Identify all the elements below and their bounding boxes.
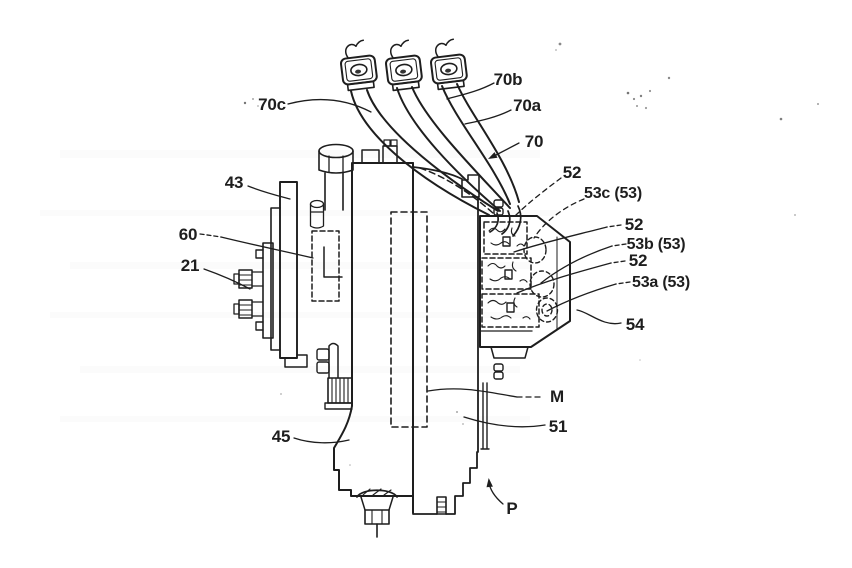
dashed-region-60 bbox=[311, 230, 340, 302]
breather-plug bbox=[309, 199, 325, 229]
leader-70b bbox=[446, 82, 495, 100]
machine-drawing bbox=[233, 38, 571, 538]
leader-70 bbox=[495, 142, 520, 156]
ref-label-43: 43 bbox=[225, 173, 244, 192]
leader-M-solid bbox=[427, 388, 518, 398]
scan-artifacts bbox=[243, 42, 819, 466]
ref-label-70: 70 bbox=[525, 132, 544, 151]
leader-53a bbox=[546, 283, 617, 312]
ref-label-45: 45 bbox=[272, 427, 291, 446]
leader-53b-stub bbox=[611, 243, 627, 247]
ref-label-53a: 53a (53) bbox=[632, 274, 690, 291]
leader-52-low-stub bbox=[610, 260, 626, 264]
dashed-motor-region bbox=[390, 211, 428, 428]
ref-label-52-mid: 52 bbox=[625, 215, 644, 234]
motor-body bbox=[309, 139, 504, 538]
reference-labels: 70c 70b 70a 70 43 60 21 52 53c (53) 52 5… bbox=[179, 70, 690, 518]
leader-52-mid bbox=[513, 226, 608, 253]
ref-label-52-top: 52 bbox=[563, 163, 582, 182]
leader-51 bbox=[463, 416, 546, 428]
body-outline bbox=[333, 162, 414, 497]
leader-70c bbox=[287, 98, 372, 113]
bottom-right-steps bbox=[445, 451, 478, 515]
top-right-bracket bbox=[461, 174, 480, 198]
terminal-windows bbox=[481, 221, 540, 328]
leader-53a-stub bbox=[615, 281, 631, 285]
ref-label-P: P bbox=[506, 499, 517, 518]
cable-lug-c bbox=[339, 39, 378, 92]
terminal-scribbles bbox=[487, 227, 531, 320]
leader-52-low bbox=[516, 262, 612, 294]
leader-70-arrowhead bbox=[488, 152, 498, 159]
leader-54 bbox=[576, 309, 622, 325]
cable-lug-b bbox=[384, 39, 423, 92]
leader-21 bbox=[203, 268, 251, 290]
ref-label-70b: 70b bbox=[494, 70, 523, 89]
ref-label-70c: 70c bbox=[258, 95, 286, 114]
flange-and-shaft bbox=[233, 181, 353, 410]
hex-plug bbox=[318, 143, 354, 211]
leader-52-mid-stub bbox=[606, 224, 622, 228]
terminal-screws bbox=[502, 236, 515, 313]
drain-plug bbox=[356, 488, 398, 538]
ref-label-52-low: 52 bbox=[629, 251, 648, 270]
ref-label-M: M bbox=[550, 387, 564, 406]
ref-label-21: 21 bbox=[181, 256, 200, 275]
terminal-housing-54 bbox=[479, 215, 571, 359]
leader-60-solid bbox=[220, 236, 314, 259]
leader-lines bbox=[199, 82, 631, 505]
leader-60 bbox=[199, 233, 222, 238]
ref-label-53c: 53c (53) bbox=[584, 185, 642, 202]
leader-53b bbox=[540, 245, 613, 284]
hidden-cable-dashed bbox=[419, 167, 495, 215]
ref-label-70a: 70a bbox=[513, 96, 542, 115]
ref-label-53b: 53b (53) bbox=[627, 236, 686, 253]
ref-label-54: 54 bbox=[626, 315, 645, 334]
leader-53c bbox=[533, 198, 585, 239]
ref-label-60: 60 bbox=[179, 225, 198, 244]
leader-43 bbox=[247, 185, 291, 200]
leader-70a bbox=[464, 109, 512, 125]
cable-lug-a bbox=[429, 38, 468, 91]
leader-52-top bbox=[514, 177, 562, 217]
leader-P-arrowhead bbox=[486, 478, 493, 488]
leader-45 bbox=[293, 437, 350, 444]
ref-label-51: 51 bbox=[549, 417, 568, 436]
